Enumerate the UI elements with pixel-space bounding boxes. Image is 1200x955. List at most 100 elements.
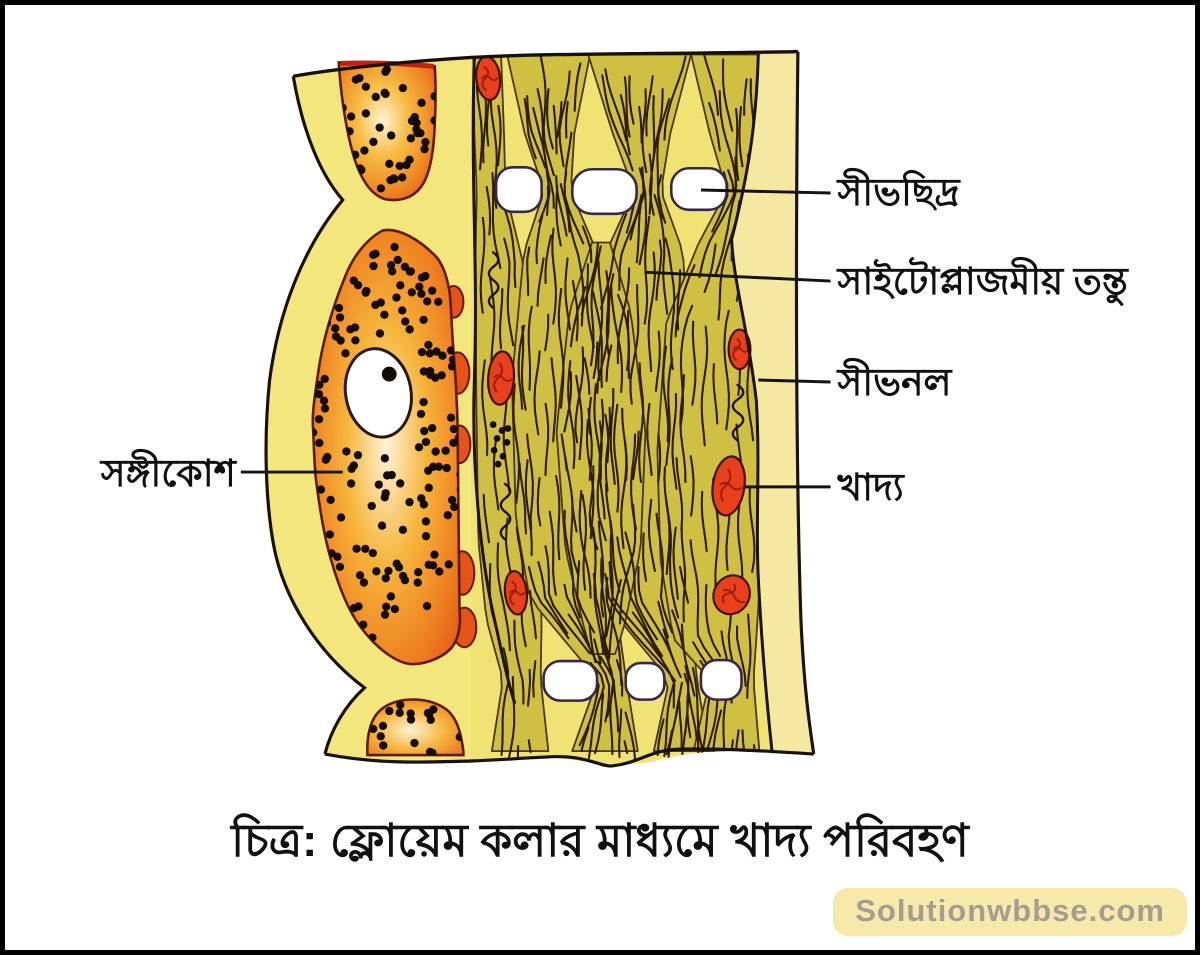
cytoplasmic-strand-line	[609, 387, 616, 485]
food-particles	[475, 55, 752, 616]
cytoplasmic-strand-line	[593, 638, 602, 665]
cytoplasmic-strand-line	[680, 623, 696, 697]
cytoplasmic-strand-line	[520, 325, 527, 411]
cytoplasmic-strand-line	[671, 609, 684, 648]
cytoplasmic-strand-line	[647, 498, 656, 573]
cytoplasmic-strand-line	[653, 193, 669, 315]
cytoplasmic-strand-line	[589, 245, 602, 367]
phloem-diagram: সীভছিদ্র সাইটোপ্লাজমীয় তন্তু সীভনল খাদ্…	[99, 49, 1130, 866]
cytoplasmic-strand-line	[629, 283, 640, 405]
cytoplasmic-strand-line	[564, 455, 580, 577]
label-sieve-pore: সীভছিদ্র	[835, 167, 961, 213]
cytoplasmic-strand-line	[665, 497, 680, 619]
cytoplasmic-strand-line	[535, 214, 544, 265]
slime-squiggles	[487, 251, 745, 541]
cytoplasmic-strand-line	[563, 583, 590, 646]
cytoplasmic-strand-line	[663, 55, 687, 141]
cytoplasmic-strand-line	[565, 100, 569, 139]
cytoplasmic-strand-line	[529, 589, 538, 640]
cytoplasmic-strand-line	[546, 88, 554, 150]
cytoplasmic-strand-line	[680, 525, 687, 623]
cytoplasmic-strand-line	[605, 344, 613, 383]
cytoplasmic-strand-line	[526, 94, 547, 169]
cytoplasmic-strand-line	[581, 225, 593, 264]
cytoplasmic-strand-line	[587, 697, 601, 760]
cytoplasmic-strand-line	[536, 257, 545, 307]
cytoplasmic-strand-line	[587, 407, 593, 482]
cytoplasmic-strand-line	[616, 536, 664, 658]
watermark-badge: Solutionwbbse.com	[833, 888, 1187, 936]
cytoplasmic-strand-line	[679, 304, 694, 426]
cytoplasmic-strand-line	[558, 70, 571, 168]
cytoplasmic-strand-line	[616, 293, 630, 380]
cytoplasmic-strand-line	[569, 285, 587, 348]
cytoplasmic-strand-line	[708, 101, 721, 152]
cytoplasmic-strand-line	[544, 234, 553, 285]
cytoplasmic-strand-line	[648, 153, 653, 215]
cytoplasmic-strand-line	[623, 76, 631, 138]
cytoplasmic-strand-line	[527, 566, 570, 640]
cytoplasmic-strand-line	[523, 97, 537, 160]
cytoplasmic-strand-line	[536, 476, 542, 527]
cytoplasmic-strand-line	[698, 169, 736, 279]
cytoplasmic-strand-line	[527, 305, 533, 391]
cytoplasmic-strand-line	[656, 718, 665, 757]
cytoplasmic-strand-line	[655, 512, 674, 634]
cytoplasmic-strand-line	[594, 692, 605, 755]
cytoplasmic-strand-line	[588, 625, 597, 664]
cytoplasmic-strand-line	[700, 325, 709, 447]
cytoplasmic-strand-line	[714, 156, 737, 278]
cytoplasmic-strand-line	[689, 455, 695, 517]
cytoplasmic-strand-line	[738, 105, 744, 168]
leader-lines	[240, 188, 831, 489]
cytoplasmic-strand-line	[672, 526, 679, 600]
cytoplasmic-strand-line	[564, 131, 573, 182]
cytoplasmic-strand-line	[687, 690, 698, 741]
cytoplasmic-strand-line	[624, 711, 637, 762]
cytoplasmic-strand-line	[638, 168, 648, 266]
cytoplasmic-strand-line	[596, 273, 615, 394]
cytoplasmic-strand-line	[748, 487, 756, 574]
food-blob	[475, 55, 502, 101]
cytoplasmic-strand-line	[588, 465, 599, 551]
cytoplasmic-strand-line	[703, 54, 720, 116]
label-companion-cell: সঙ্গীকোশ	[99, 448, 238, 494]
cytoplasmic-strand-line	[580, 242, 599, 316]
cytoplasmic-strand-line	[481, 359, 489, 457]
labels: সীভছিদ্র সাইটোপ্লাজমীয় তন্তু সীভনল খাদ্…	[99, 167, 1130, 508]
cytoplasmic-strand-line	[618, 708, 623, 759]
cytoplasmic-strand-line	[485, 96, 491, 147]
cytoplasmic-strand-line	[555, 175, 568, 237]
cytoplasmic-strand-line	[638, 362, 645, 483]
cytoplasmic-strand-line	[654, 330, 661, 392]
cytoplasmic-strand-line	[517, 324, 526, 410]
cytoplasmic-strand-line	[583, 357, 591, 395]
cytoplasmic-strand-line	[743, 78, 748, 116]
leader-line-sieve-pore	[700, 188, 831, 195]
cytoplasmic-strand-line	[503, 237, 515, 347]
cytoplasmic-strand-line	[485, 186, 492, 236]
cytoplasmic-strand-line	[631, 611, 676, 709]
cytoplasmic-strand-line	[605, 270, 610, 356]
cytoplasmic-strand-line	[642, 532, 648, 582]
label-food: খাদ্য	[836, 466, 905, 508]
cytoplasmic-strand-line	[618, 503, 637, 625]
cytoplasmic-strand-line	[610, 283, 624, 393]
cytoplasmic-strand-line	[637, 566, 676, 664]
food-blob	[712, 574, 751, 616]
sieve-pore	[542, 659, 599, 702]
cell-wall-left-outline	[264, 75, 367, 755]
cytoplasmic-strand-line	[557, 287, 565, 409]
cytoplasmic-strand-line	[623, 740, 629, 755]
cytoplasmic-strand-line	[537, 561, 569, 635]
cytoplasmic-strand-line	[700, 490, 708, 553]
slime-squiggle	[487, 251, 500, 309]
cytoplasmic-strand-line	[518, 461, 528, 535]
cytoplasmic-strand-line	[657, 433, 662, 483]
cytoplasmic-strand-line	[599, 212, 628, 310]
cytoplasmic-strand-line	[632, 430, 640, 481]
cytoplasmic-strand-line	[624, 531, 659, 641]
cytoplasmic-strand-line	[555, 474, 561, 561]
cytoplasmic-strand-line	[598, 398, 606, 520]
cytoplasmic-strand-line	[526, 433, 534, 531]
